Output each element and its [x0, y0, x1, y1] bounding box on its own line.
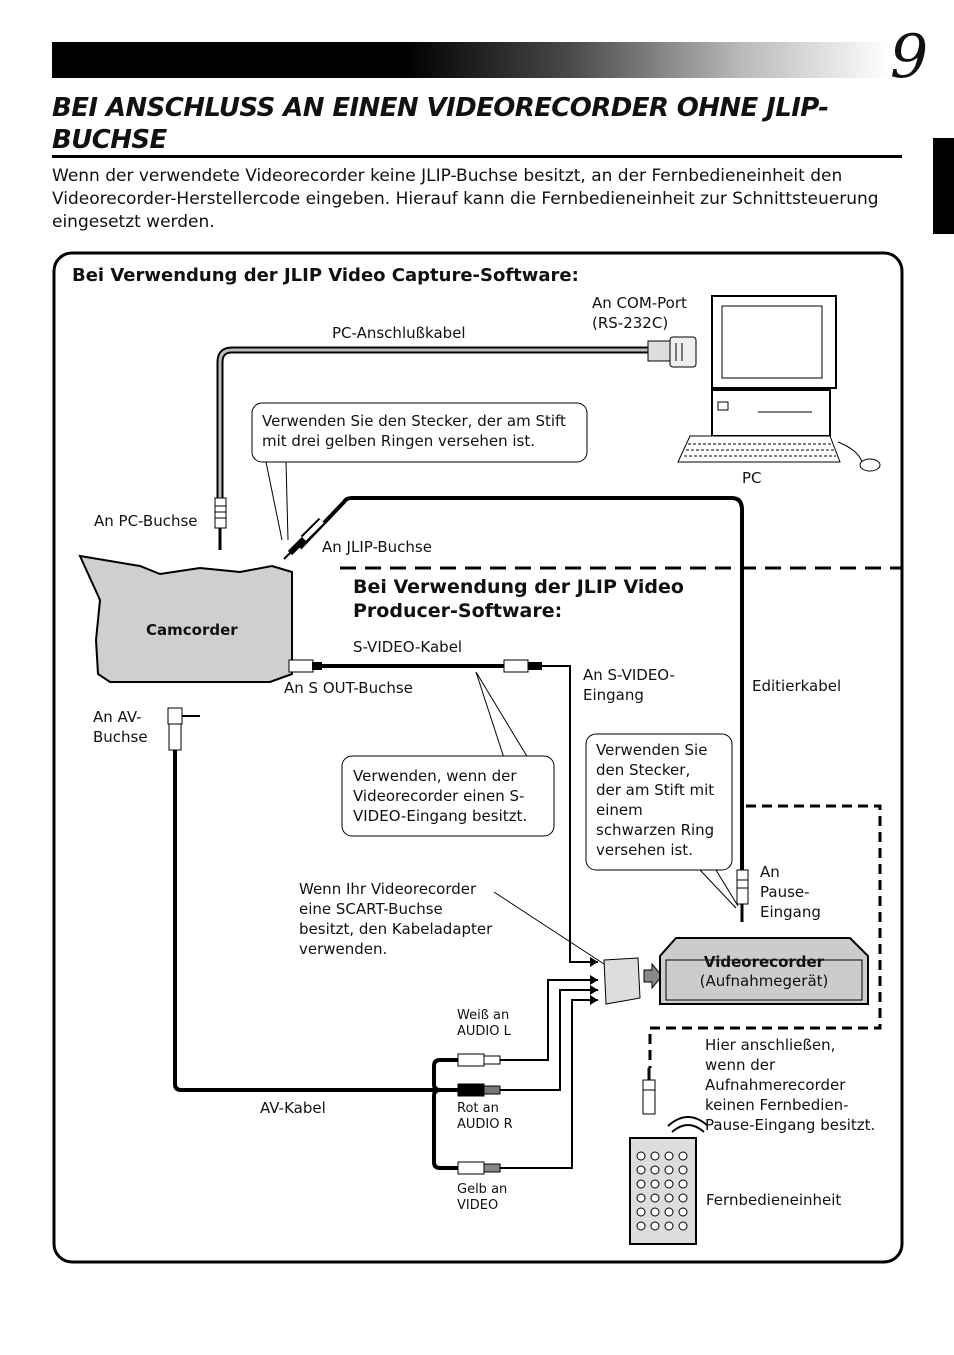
- pc-plug-icon: [214, 497, 227, 550]
- label-svideo-input: An S-VIDEO- Eingang: [583, 666, 675, 704]
- vcr-icon: [659, 937, 869, 1005]
- remote-control-icon: [629, 1137, 697, 1245]
- callout-black-ring: [585, 733, 733, 871]
- label-yellow-video: Gelb an VIDEO: [457, 1182, 508, 1213]
- side-tab-marker: [933, 138, 954, 234]
- label-remote-note: Hier anschließen, wenn der Aufnahmerecor…: [705, 1036, 876, 1134]
- diagram-frame: [52, 251, 904, 1264]
- callout-black-ring-text: Verwenden Sie den Stecker, der am Stift …: [596, 741, 715, 859]
- page-title: BEI ANSCHLUSS AN EINEN VIDEORECORDER OHN…: [52, 93, 829, 155]
- rca-yellow-plug-icon: [457, 1161, 501, 1175]
- label-remote: Fernbedieneinheit: [706, 1191, 842, 1209]
- av-plug-icon: [167, 707, 200, 751]
- jlip-plug-icon: [283, 517, 326, 560]
- title-rule: [52, 155, 902, 158]
- pc-icon: [677, 295, 881, 472]
- label-pc-cable: PC-Anschlußkabel: [332, 324, 466, 342]
- label-jlip-jack: An JLIP-Buchse: [322, 538, 432, 556]
- callout-three-yellow-rings: [251, 402, 588, 463]
- remote-plug-icon: [642, 1068, 656, 1115]
- page-number: 9: [890, 22, 929, 92]
- label-svideo-cable: S-VIDEO-Kabel: [353, 638, 463, 656]
- intro-paragraph: Wenn der verwendete Videorecorder keine …: [52, 166, 879, 232]
- com-connector-icon: [647, 336, 697, 368]
- callout-svideo-use: [341, 755, 555, 837]
- camcorder-icon: [78, 554, 293, 683]
- label-av-jack: An AV- Buchse: [93, 708, 148, 746]
- section-producer-heading: Bei Verwendung der JLIP Video Producer-S…: [353, 576, 684, 622]
- header-bar: [52, 42, 890, 78]
- edit-cable: [298, 496, 744, 870]
- label-pc: PC: [742, 469, 762, 487]
- callout-three-yellow-rings-text: Verwenden Sie den Stecker, der am Stift …: [262, 412, 566, 450]
- pause-plug-icon: [736, 869, 749, 922]
- label-pc-jack: An PC-Buchse: [94, 512, 198, 530]
- label-white-audio-l: Weiß an AUDIO L: [457, 1008, 511, 1039]
- label-av-cable: AV-Kabel: [260, 1099, 326, 1117]
- callout-svideo-use-text: Verwenden, wenn der Videorecorder einen …: [353, 767, 528, 825]
- label-red-audio-r: Rot an AUDIO R: [457, 1101, 513, 1132]
- label-scart-note: Wenn Ihr Videorecorder eine SCART-Buchse…: [299, 880, 493, 958]
- section-capture-heading: Bei Verwendung der JLIP Video Capture-So…: [72, 265, 579, 286]
- rca-red-plug-icon: [457, 1083, 501, 1097]
- label-com-port: An COM-Port (RS-232C): [592, 294, 687, 332]
- label-camcorder: Camcorder: [146, 621, 238, 639]
- label-s-out-jack: An S OUT-Buchse: [284, 679, 413, 697]
- label-vcr-name: Videorecorder: [703, 953, 825, 971]
- label-vcr-role: (Aufnahmegerät): [699, 972, 829, 990]
- scart-adapter-icon: [603, 957, 663, 1005]
- label-edit-cable: Editierkabel: [752, 677, 842, 695]
- av-cable: [173, 750, 460, 1092]
- rca-white-plug-icon: [457, 1053, 501, 1067]
- label-pause-input: An Pause- Eingang: [760, 863, 821, 921]
